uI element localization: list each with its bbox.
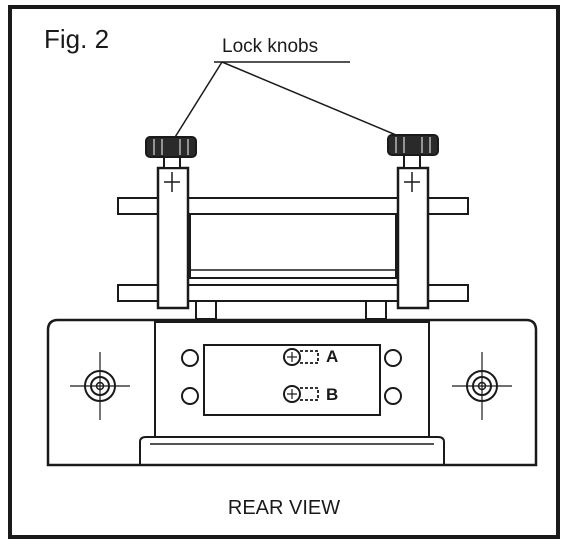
- figure-border: [8, 5, 560, 539]
- left-mounting-screw-icon: [70, 352, 130, 420]
- leader-line-left: [171, 61, 223, 143]
- connector-plate: [203, 344, 381, 416]
- lock-knobs-callout: Lock knobs: [222, 36, 319, 57]
- lower-rail: [117, 284, 469, 302]
- right-mounting-screw-icon: [452, 352, 512, 420]
- bottom-stand: [139, 436, 445, 465]
- port-b-connector-icon: [283, 385, 319, 403]
- left-lock-knob-icon: [145, 136, 197, 169]
- leader-line-right: [221, 61, 409, 141]
- view-caption: REAR VIEW: [227, 497, 341, 519]
- hole-bottom-left: [181, 387, 199, 405]
- inner-panel: [154, 321, 430, 438]
- port-b-label: B: [326, 385, 339, 404]
- base-housing: [46, 318, 538, 467]
- figure-title: Fig. 2: [44, 24, 110, 54]
- rail-slot: [189, 213, 397, 279]
- port-a-label: A: [326, 347, 339, 366]
- right-spacer: [365, 300, 387, 320]
- hole-top-left: [181, 349, 199, 367]
- port-a-connector-icon: [283, 348, 319, 366]
- left-spacer: [195, 300, 217, 320]
- hole-bottom-right: [384, 387, 402, 405]
- right-post: [396, 166, 430, 310]
- left-post: [156, 166, 190, 310]
- hole-top-right: [384, 349, 402, 367]
- right-lock-knob-icon: [387, 134, 439, 169]
